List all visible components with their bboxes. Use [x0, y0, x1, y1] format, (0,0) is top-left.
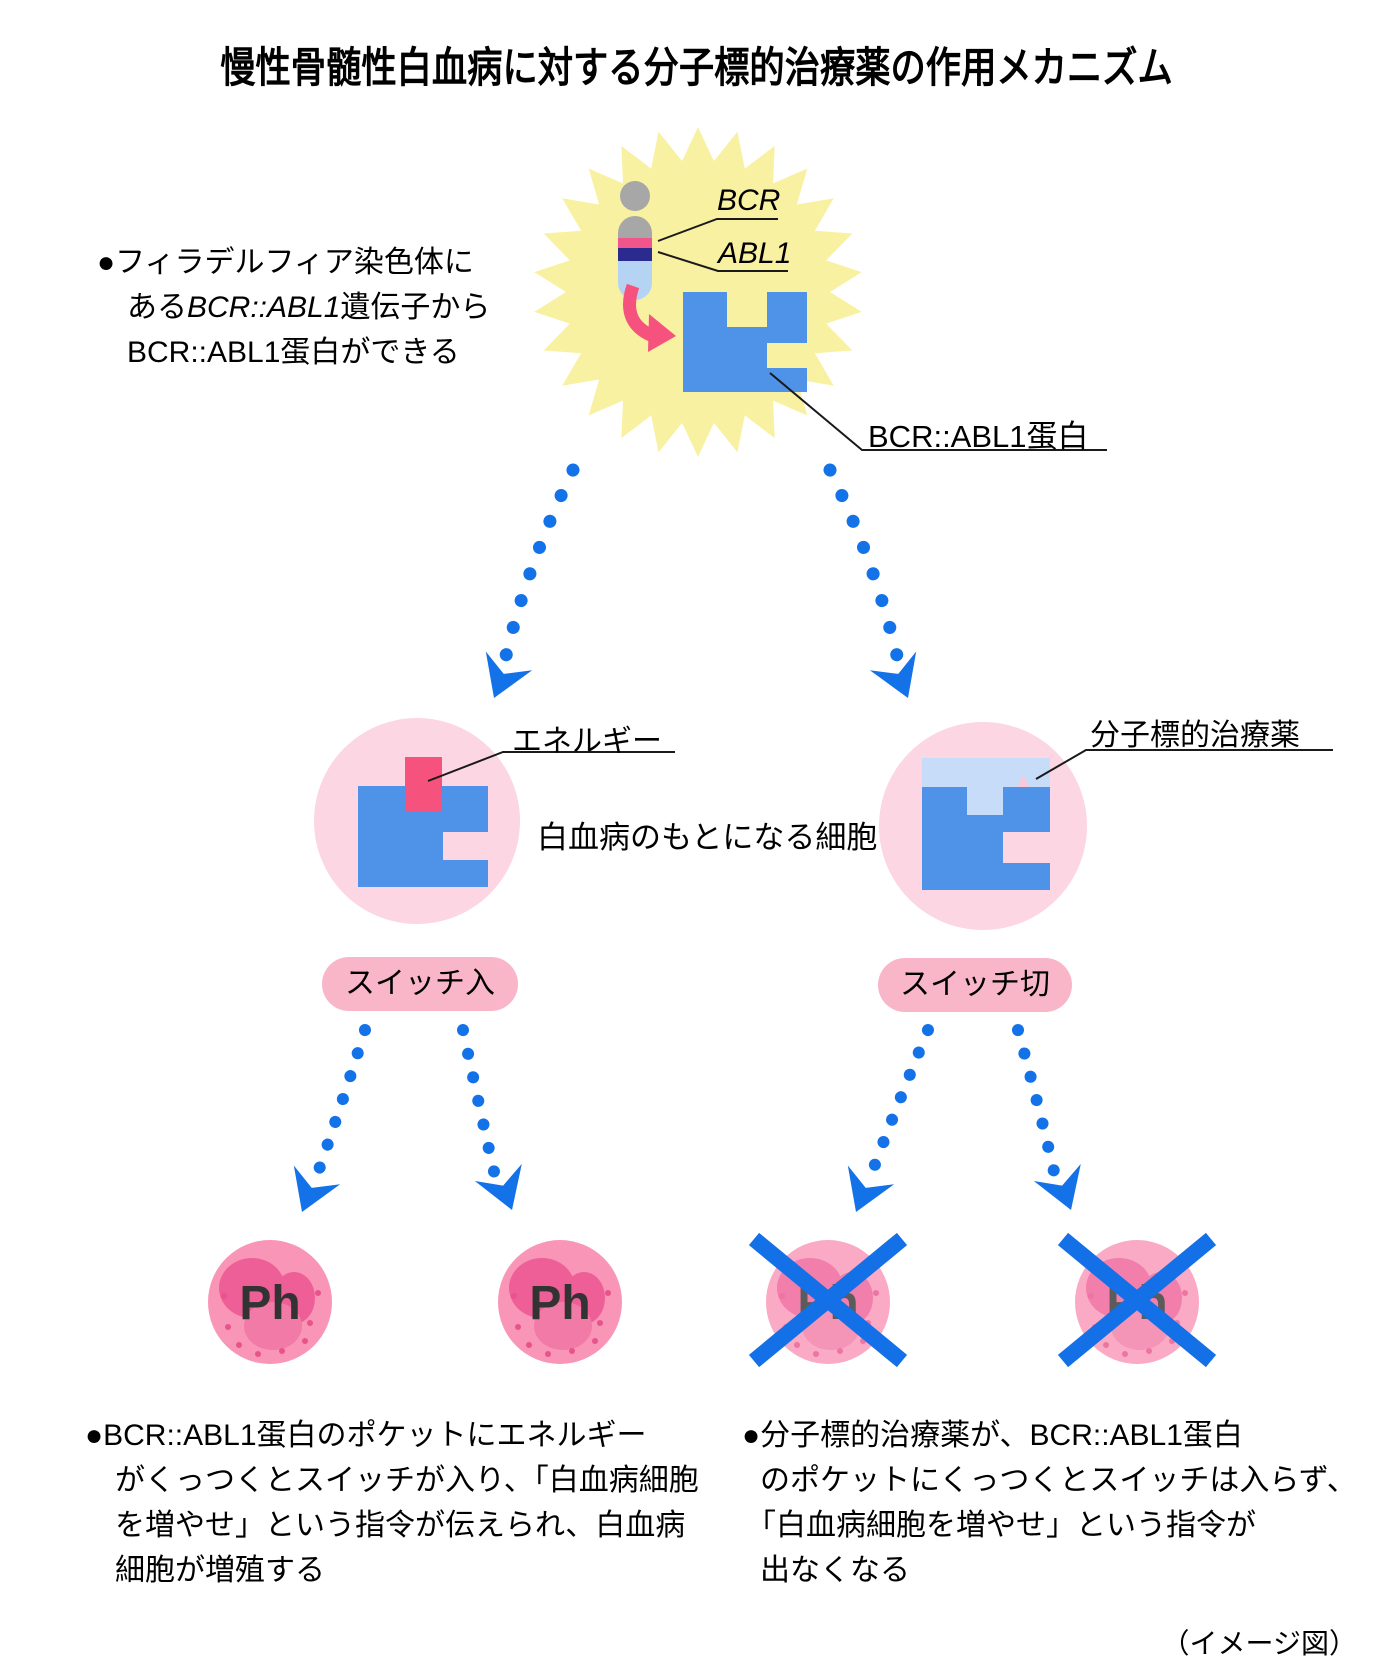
bcr-abl1-protein-shape [683, 292, 807, 392]
chromosome-gray-segment [618, 216, 652, 238]
note-line: のポケットにくっつくとスイッチは入らず、 [760, 1464, 1357, 1497]
gap-spark [1016, 775, 1031, 790]
image-note-caption: （イメージ図） [1161, 1628, 1357, 1659]
protein-leader-line [769, 372, 1107, 451]
note-line: を増やせ」という指令が伝えられ、白血病 [115, 1509, 686, 1542]
note-switch-off: ●分子標的治療薬が、BCR::ABL1蛋白 のポケットにくっつくとスイッチは入ら… [742, 1413, 1357, 1593]
arrowhead-icon [474, 1163, 536, 1219]
bcr-stripe [618, 238, 652, 248]
note-line: 細胞が増殖する [115, 1554, 325, 1587]
bcr-gene-label: BCR [717, 184, 781, 217]
fusion-protein-label: BCR::ABL1蛋白 [868, 419, 1089, 454]
note-switch-on: ●BCR::ABL1蛋白のポケットにエネルギー がくっつくとスイッチが入り、「白… [85, 1413, 699, 1593]
abl1-gene-label: ABL1 [718, 237, 792, 270]
abl1-leader-line [657, 251, 788, 272]
note-line: 「白血病細胞を増やせ」という指令が [746, 1509, 1256, 1542]
fusion-arrow-icon [623, 283, 676, 352]
bcr-leader-line [657, 218, 778, 242]
leukemia-cell-switch-off [879, 722, 1087, 930]
ph-cell-1 [208, 1240, 332, 1364]
energy-molecule [405, 757, 442, 813]
drug-molecule [922, 758, 1050, 815]
switch-off-badge: スイッチ切 [878, 958, 1072, 1012]
arrowhead-icon [278, 1165, 341, 1222]
energy-label: エネルギー [512, 725, 662, 758]
arrowhead-icon [832, 1165, 895, 1222]
dotted-arrow-on-left [310, 1024, 371, 1184]
intro-note: ●フィラデルフィア染色体に あるBCR::ABL1遺伝子から BCR::ABL1… [97, 240, 490, 375]
note-line: がくっつくとスイッチが入り、「白血病細胞 [115, 1464, 699, 1497]
intro-line-2-pre: ある [127, 291, 187, 324]
intro-line-2-post: 遺伝子から [340, 291, 491, 324]
philadelphia-chromosome-icon [618, 181, 652, 300]
page-title: 慢性骨髄性白血病に対する分子標的治療薬の作用メカニズム [220, 44, 1173, 91]
energy-leader-line [427, 751, 675, 782]
drug-label: 分子標的治療薬 [1090, 719, 1300, 752]
intro-line-2: あるBCR::ABL1遺伝子から [97, 285, 490, 330]
intro-line-2-gene: BCR::ABL1 [187, 291, 341, 324]
note-line: ●分子標的治療薬が、BCR::ABL1蛋白 [742, 1419, 1243, 1452]
abl1-stripe [618, 248, 652, 261]
arrowhead-icon [1033, 1163, 1095, 1219]
intro-line-1: ●フィラデルフィア染色体に [97, 246, 474, 279]
note-line: ●BCR::ABL1蛋白のポケットにエネルギー [85, 1419, 647, 1452]
bcr-abl1-protein-shape [922, 787, 1050, 890]
dotted-arrow-off-left [864, 1024, 934, 1184]
switch-on-badge: スイッチ入 [322, 957, 518, 1011]
intro-line-3: BCR::ABL1蛋白ができる [127, 336, 460, 369]
leukemia-cell-switch-on [314, 718, 520, 924]
dotted-arrow-left [498, 463, 580, 667]
drug-leader-line [1035, 749, 1333, 780]
ph-cell-2 [498, 1240, 622, 1364]
dotted-arrow-right [823, 463, 905, 667]
cell-caption: 白血病のもとになる細胞 [537, 820, 878, 855]
note-line: 出なくなる [760, 1554, 910, 1587]
dotted-arrow-off-right [1012, 1024, 1061, 1182]
arrowhead-icon [470, 651, 533, 708]
dotted-arrow-on-right [457, 1024, 501, 1182]
bcr-abl1-protein-shape [358, 786, 488, 887]
